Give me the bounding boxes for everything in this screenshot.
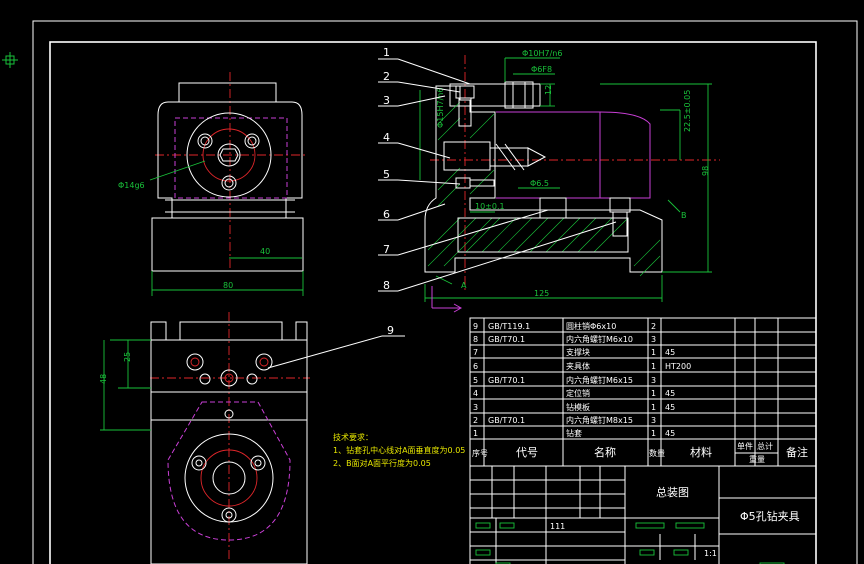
scale: 1:1: [704, 549, 717, 558]
dim-98: 98: [701, 166, 710, 176]
header-qty: 数量: [649, 448, 665, 458]
drawing-name: 总装图: [656, 485, 689, 499]
label-datum-a: A: [461, 281, 467, 290]
row-no: 5: [473, 376, 478, 385]
row-name: 内六角螺钉M8x15: [566, 415, 633, 425]
row-code: GB/T119.1: [488, 322, 530, 331]
row-name: 支撑块: [566, 347, 590, 357]
row-material: 45: [665, 348, 675, 357]
parts-list-table: [469, 317, 817, 467]
row-no: 9: [473, 322, 478, 331]
balloon-2: 2: [383, 70, 390, 83]
dim-12: 12: [544, 85, 553, 95]
row-code: GB/T70.1: [488, 376, 525, 385]
dim-40: 40: [260, 247, 270, 256]
row-qty: 1: [651, 348, 656, 357]
row-qty: 1: [651, 429, 656, 438]
row-no: 8: [473, 335, 478, 344]
row-name: 定位销: [566, 388, 590, 398]
notes-line-1: 1、钻套孔中心线对A面垂直度为0.05: [333, 445, 465, 455]
header-remark: 备注: [786, 445, 808, 459]
technical-notes: 技术要求： 1、钻套孔中心线对A面垂直度为0.05 2、B面对A面平行度为0.0…: [333, 432, 465, 468]
header-name: 名称: [594, 445, 616, 459]
balloon-3: 3: [383, 94, 390, 107]
dim-80: 80: [223, 281, 233, 290]
row-no: 4: [473, 389, 478, 398]
row-name: 夹具体: [566, 361, 590, 371]
view-arrow-icon: [431, 286, 463, 313]
row-no: 7: [473, 348, 478, 357]
row-no: 3: [473, 403, 478, 412]
row-qty: 2: [651, 322, 656, 331]
row-name: 圆柱销Φ6x10: [566, 321, 616, 331]
row-qty: 1: [651, 362, 656, 371]
dim-phi14g6: Φ14g6: [118, 181, 145, 190]
balloon-5: 5: [383, 168, 390, 181]
header-code: 代号: [516, 446, 538, 459]
balloon-leaders: [267, 58, 617, 369]
outer-frame: [32, 20, 858, 564]
dim-phi10: Φ10H7/n6: [522, 49, 562, 58]
dim-phi15: Φ15H7/n6: [436, 88, 445, 128]
section-view: Φ10H7/n6 Φ6F8 12 Φ15H7/n6 22.5±0.05 98 Φ…: [419, 49, 720, 313]
row-qty: 3: [651, 335, 656, 344]
header-unit: 单件: [737, 441, 753, 451]
row-material: 45: [665, 429, 675, 438]
row-no: 2: [473, 416, 478, 425]
part-name: Φ5孔钻夹具: [740, 509, 800, 523]
front-view: Φ14g6 40 80: [118, 72, 305, 296]
dim-phi6f8: Φ6F8: [531, 65, 552, 74]
ucs-crosshair-icon: [2, 52, 18, 68]
dim-phi6-5: Φ6.5: [530, 179, 549, 188]
row-code: GB/T70.1: [488, 335, 525, 344]
row-qty: 1: [651, 403, 656, 412]
row-no: 6: [473, 362, 478, 371]
row-name: 钻模板: [566, 402, 590, 412]
row-qty: 3: [651, 416, 656, 425]
header-weight: 重量: [749, 454, 765, 464]
row-material: 45: [665, 389, 675, 398]
header-total: 总计: [757, 441, 773, 451]
dim-22-5: 22.5±0.05: [683, 90, 692, 132]
dim-10: 10±0.1: [475, 202, 505, 211]
row-material: HT200: [665, 362, 691, 371]
balloon-6: 6: [383, 208, 390, 221]
dim-125: 125: [534, 289, 549, 298]
balloon-9: 9: [387, 324, 394, 337]
notes-line-2: 2、B面对A面平行度为0.05: [333, 458, 431, 468]
dim-48: 48: [99, 374, 108, 384]
dim-25: 25: [123, 352, 132, 362]
row-no: 1: [473, 429, 478, 438]
header-material: 材料: [690, 445, 712, 459]
balloon-1: 1: [383, 46, 390, 59]
drawing-code: 111: [550, 522, 565, 531]
balloon-8: 8: [383, 279, 390, 292]
title-block: [469, 465, 817, 564]
header-no: 序号: [472, 448, 488, 458]
row-code: GB/T70.1: [488, 416, 525, 425]
balloon-7: 7: [383, 243, 390, 256]
row-material: 45: [665, 403, 675, 412]
row-name: 钻套: [566, 428, 582, 438]
balloon-4: 4: [383, 131, 390, 144]
row-name: 内六角螺钉M6x15: [566, 375, 633, 385]
section-hatching: [427, 101, 661, 277]
top-view: 25 48: [99, 312, 310, 564]
row-qty: 1: [651, 389, 656, 398]
inner-frame: [49, 41, 817, 564]
notes-title: 技术要求：: [333, 432, 373, 442]
label-datum-b: B: [681, 211, 687, 220]
row-qty: 3: [651, 376, 656, 385]
row-name: 内六角螺钉M6x10: [566, 334, 633, 344]
